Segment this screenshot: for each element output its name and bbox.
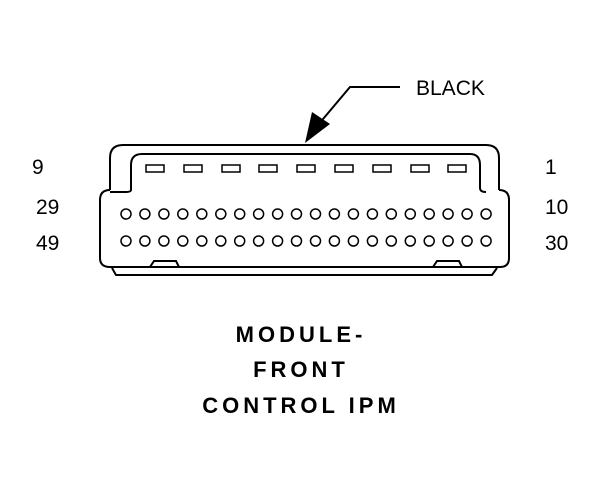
title-line-2: FRONT <box>253 357 349 382</box>
pin-circle <box>404 235 417 247</box>
callout-leader <box>305 86 400 143</box>
pin-circle <box>309 235 322 247</box>
pin-circle <box>347 235 360 247</box>
pin-label-mid-left: 29 <box>36 196 59 219</box>
pin-circle <box>385 235 398 247</box>
pin-circle <box>385 208 398 220</box>
pin-circle <box>423 208 435 220</box>
pin-circle <box>461 235 473 247</box>
pin-circle <box>233 235 246 247</box>
pin-circle <box>404 208 417 220</box>
pin-circle <box>442 208 454 220</box>
pin-circle <box>290 208 303 220</box>
pin-label-bottom-left: 49 <box>36 232 59 255</box>
title-line-3: CONTROL IPM <box>202 393 400 418</box>
pin-circle <box>158 208 170 220</box>
pin-circle <box>120 208 132 220</box>
pin-circle <box>347 208 360 220</box>
pin-label-top-left: 9 <box>32 156 44 179</box>
pin-circle <box>328 208 341 220</box>
pin-circle <box>158 235 170 247</box>
bottom-row-pins <box>120 235 492 247</box>
pin-circle <box>309 208 322 220</box>
top-row-cavities <box>145 164 467 173</box>
pin-circle <box>366 208 379 220</box>
pin-circle <box>366 235 379 247</box>
pin-circle <box>328 235 341 247</box>
pin-circle <box>120 235 132 247</box>
pin-circle <box>290 235 303 247</box>
pin-circle <box>480 235 492 247</box>
pin-circle <box>271 235 284 247</box>
connector-body <box>99 144 510 276</box>
pin-circle <box>139 235 151 247</box>
pin-circle <box>233 208 246 220</box>
middle-row-pins <box>120 208 492 220</box>
pin-circle <box>215 235 227 247</box>
pin-circle <box>139 208 151 220</box>
pin-circle <box>215 208 227 220</box>
pin-circle <box>271 208 284 220</box>
pin-circle <box>196 235 208 247</box>
callout-label: BLACK <box>416 77 485 100</box>
pin-circle <box>177 235 189 247</box>
pin-circle <box>177 208 189 220</box>
pin-label-top-right: 1 <box>545 156 557 179</box>
pin-circle <box>196 208 208 220</box>
pin-circle <box>252 208 265 220</box>
pin-circle <box>252 235 265 247</box>
title-line-1: MODULE- <box>236 322 367 347</box>
pin-label-mid-right: 10 <box>545 196 568 219</box>
pin-circle <box>480 208 492 220</box>
pin-circle <box>423 235 435 247</box>
pin-circle <box>442 235 454 247</box>
pin-label-bottom-right: 30 <box>545 232 568 255</box>
pin-circle <box>461 208 473 220</box>
